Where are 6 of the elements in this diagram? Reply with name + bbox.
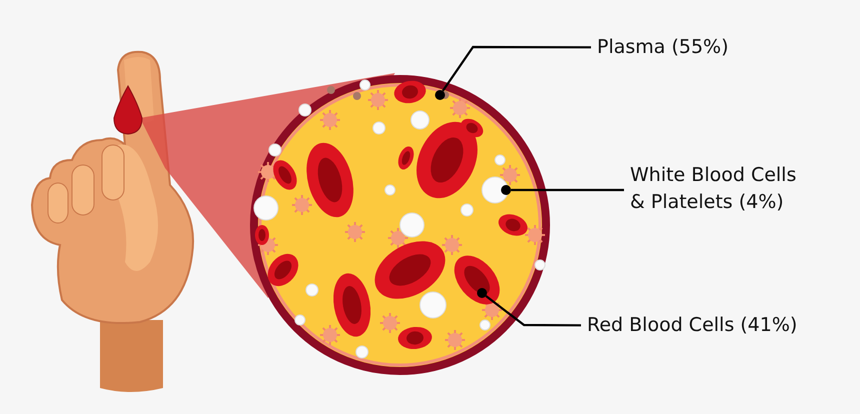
callout-label: Red Blood Cells (41%) bbox=[587, 312, 822, 339]
leader-line bbox=[485, 295, 581, 326]
callout-label: Plasma (55%) bbox=[597, 34, 757, 61]
leader-line bbox=[442, 46, 591, 92]
leader-line bbox=[511, 188, 624, 192]
callout-label: White Blood Cells & Platelets (4%) bbox=[630, 162, 810, 216]
